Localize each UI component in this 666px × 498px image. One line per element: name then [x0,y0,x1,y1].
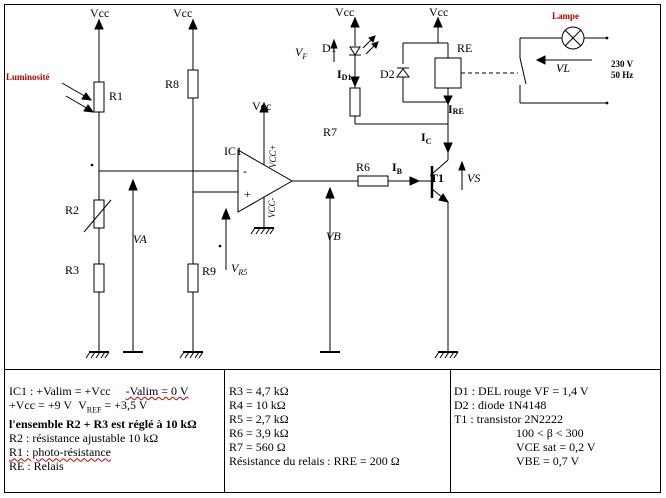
ground-r9 [179,351,204,359]
vl-arrow [535,55,592,65]
vf-arrow [330,38,338,62]
vcc-label-ic1: Vcc [252,99,271,113]
vs-label: VS [467,171,480,185]
r2r3-line: l'ensemble R2 + R3 est réglé à 10 kΩ [9,417,197,432]
vcc-vref-line: +Vcc = +9 V VREF = +3,5 V [9,398,148,415]
r8-label: R8 [165,77,179,91]
r1-label: R1 [109,89,123,103]
opamp-plus-label: + [244,187,251,201]
r7-label: R7 [323,125,337,139]
r2-desc-line: R2 : résistance ajustable 10 kΩ [9,431,159,446]
re-relay-coil [434,57,462,89]
d1-led [349,35,379,56]
ic1-opamp [237,149,294,213]
vcc-minus-label: VCC- [267,197,277,218]
ic-arrow [443,142,453,154]
vr5-arrow [221,207,231,270]
r7-resistor [349,87,361,117]
vs-arrow [458,160,466,190]
vb-label: VB [326,229,341,243]
r3-resistor [93,263,105,293]
r2-adjust-arrow [83,199,112,233]
vcc-arrow-d1 [350,16,360,46]
r3-label: R3 [65,263,79,277]
r1-desc-line: R1 : photo-résistance [9,445,111,460]
mains-voltage-label: 230 V [611,59,634,69]
vcc-label-d1: Vcc [335,5,354,19]
ic1-label: IC1 [224,144,242,158]
relay-switch [519,57,527,85]
luminosite-label: Luminosité [6,72,50,82]
opamp-minus-label: - [243,164,247,178]
vcc-label-r1: Vcc [90,6,109,20]
table-col-semiconductors: D1 : DEL rouge VF = 1,4 V D2 : diode 1N4… [451,370,660,492]
ire-arrow [443,95,453,106]
vcesat-line: VCE sat = 0,2 V [516,440,596,454]
ib-arrow [409,176,421,186]
lampe-label: Lampe [552,11,579,21]
ground-r3 [85,351,110,359]
ire-label: IRE [448,102,464,116]
ic-label: IC [421,130,432,146]
ground-ic1 [250,227,275,235]
vcc-arrow-r1 [94,18,104,82]
vcc-arrow-r8 [188,18,198,70]
table-col-resistors: R3 = 4,7 kΩ R4 = 10 kΩ R5 = 2,7 kΩ R6 = … [225,370,451,492]
beta-line: 100 < β < 300 [516,426,584,440]
vf-label: VF [295,45,307,61]
vcc-label-r8: Vcc [173,6,192,20]
ground-t1 [434,351,459,359]
vcc-label-re: Vcc [429,5,448,19]
mains-freq-label: 50 Hz [611,70,633,80]
diagram-border [4,4,661,370]
re-desc-line: RE : Relais [9,459,64,474]
r8-resistor [187,69,199,99]
d1-label: D1 [322,41,337,55]
t1-desc-line: T1 : transistor 2N2222 [454,412,563,426]
r5-value-line: R5 = 2,7 kΩ [229,412,289,426]
r4-value-line: R4 = 10 kΩ [229,398,286,412]
re-label: RE [457,41,472,55]
components-table: IC1 : +Valim = +Vcc -Valim = 0 V +Vcc = … [4,369,661,493]
r6-value-line: R6 = 3,9 kΩ [229,426,289,440]
light-arrows-icon [61,82,95,113]
r2-label: R2 [65,203,79,217]
vb-arrow [320,186,340,353]
r7-value-line: R7 = 560 Ω [229,440,286,454]
d1-desc-line: D1 : DEL rouge VF = 1,4 V [454,384,589,398]
table-col-ic1: IC1 : +Valim = +Vcc -Valim = 0 V +Vcc = … [5,370,225,492]
ib-label: IB [392,160,403,176]
r3-value-line: R3 = 4,7 kΩ [229,384,289,398]
t1-label: T1 [430,171,444,185]
ic1-valim-line: IC1 : +Valim = +Vcc -Valim = 0 V [9,384,189,398]
vr5-label: VR5 [231,261,247,277]
va-label: VA [133,232,147,246]
r6-label: R6 [356,160,370,174]
rre-value-line: Résistance du relais : RRE = 200 Ω [229,454,400,468]
r1-resistor [93,81,105,113]
r9-resistor [187,263,199,293]
id1-arrow [350,76,360,88]
vbe-line: VBE = 0,7 V [516,454,580,468]
d2-desc-line: D2 : diode 1N4148 [454,398,547,412]
d2-diode [396,67,410,78]
t1-transistor [430,159,450,203]
vl-label: VL [556,61,570,75]
d2-label: D2 [380,67,395,81]
r6-resistor [357,175,389,187]
vcc-arrow-re [433,16,443,43]
va-arrow [123,178,143,353]
r9-label: R9 [202,264,216,278]
id1-label: ID1 [337,67,351,82]
vcc-plus-label: VCC+ [268,144,278,168]
